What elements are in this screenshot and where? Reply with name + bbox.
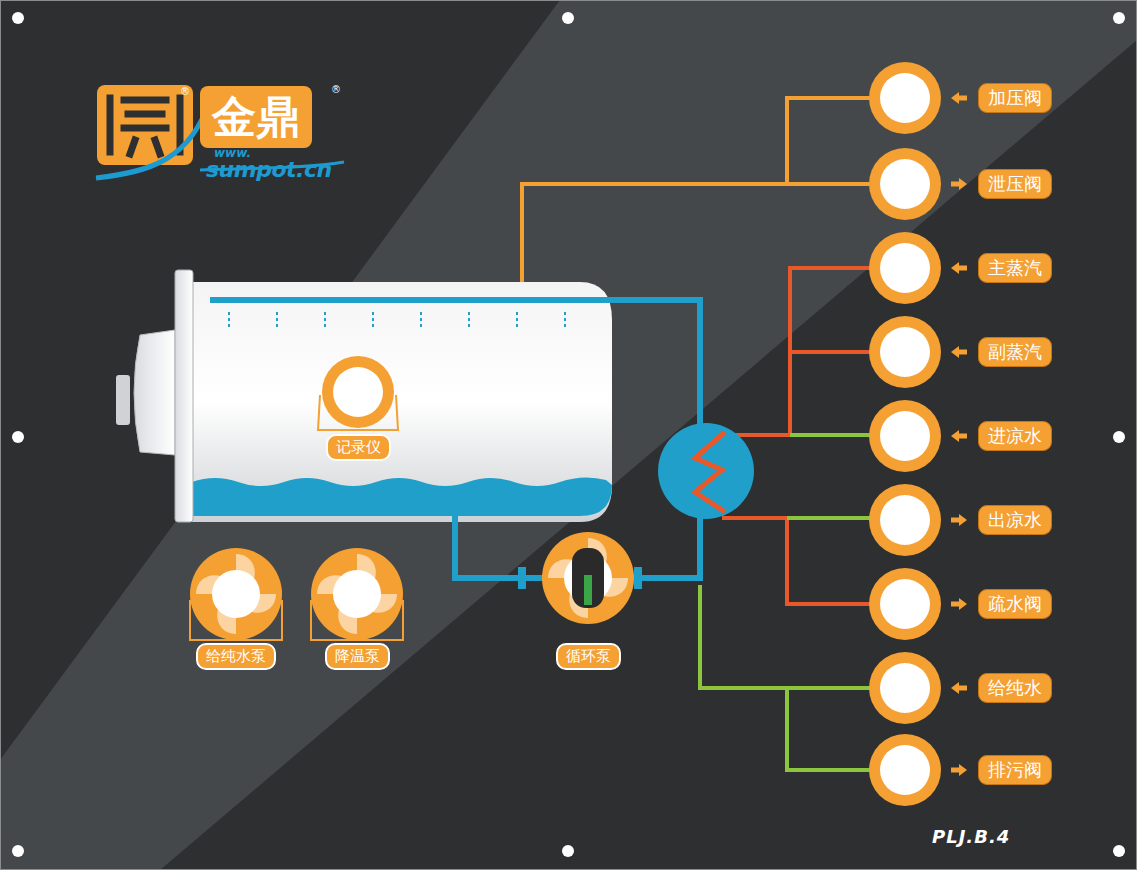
registered-mark: ®	[180, 86, 190, 97]
node-text: 金鼎	[212, 91, 300, 142]
node-text: 给纯水	[988, 677, 1042, 698]
level-tick	[228, 312, 230, 330]
node-text: 出凉水	[988, 509, 1042, 530]
node-text: 副蒸汽	[988, 341, 1042, 362]
valve-label: 副蒸汽	[978, 337, 1052, 367]
registered-mark: ®	[331, 84, 341, 95]
level-tick	[516, 312, 518, 330]
node-text: 疏水阀	[988, 593, 1042, 614]
valve-label: 出凉水	[978, 505, 1052, 535]
node-text: 进凉水	[988, 425, 1042, 446]
valve-label: 给纯水	[978, 673, 1052, 703]
valve-label: 疏水阀	[978, 589, 1052, 619]
node-text: 泄压阀	[988, 173, 1042, 194]
node-text: 降温泵	[335, 647, 380, 665]
node-text: 排污阀	[988, 759, 1042, 780]
level-tick	[276, 312, 278, 330]
valve-label: 加压阀	[978, 83, 1052, 113]
model-code: PLJ.B.4	[932, 826, 1010, 847]
node-text: 记录仪	[336, 438, 381, 456]
pump-label: 给纯水泵	[196, 643, 276, 670]
level-tick	[468, 312, 470, 330]
level-tick	[372, 312, 374, 330]
level-tick	[564, 312, 566, 330]
recorder-label: 记录仪	[326, 434, 391, 461]
node-text: 加压阀	[988, 87, 1042, 108]
node-text: 给纯水泵	[206, 647, 266, 665]
brand-box: 金鼎	[200, 86, 312, 148]
level-tick	[420, 312, 422, 330]
node-text: 主蒸汽	[988, 257, 1042, 278]
pump-label: 降温泵	[325, 643, 390, 670]
valve-label: 排污阀	[978, 755, 1052, 785]
node-text: 循环泵	[566, 647, 611, 665]
level-tick	[324, 312, 326, 330]
valve-label: 泄压阀	[978, 169, 1052, 199]
valve-label: 进凉水	[978, 421, 1052, 451]
web-domain: sumpot.cn	[206, 157, 332, 182]
valve-label: 主蒸汽	[978, 253, 1052, 283]
pump-label: 循环泵	[556, 643, 621, 670]
